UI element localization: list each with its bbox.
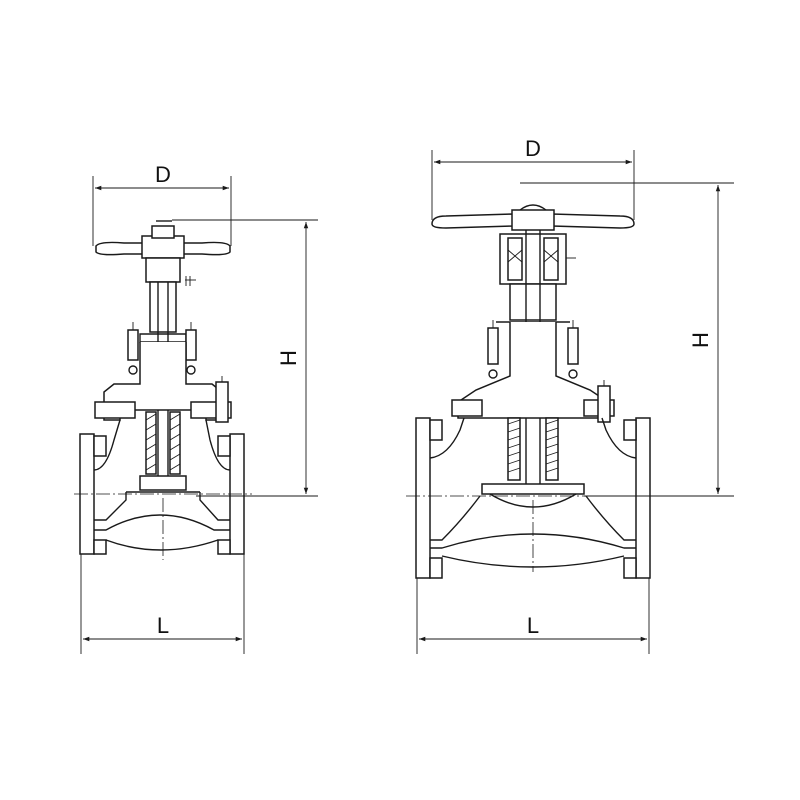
right-bonnet bbox=[451, 322, 615, 495]
left-dim-d-label: D bbox=[155, 162, 171, 187]
right-dim-h-label: H bbox=[688, 332, 713, 348]
right-dimension-l: L bbox=[416, 578, 650, 654]
left-dimension-h: H bbox=[172, 219, 318, 497]
left-dimension-d: D bbox=[92, 162, 232, 246]
left-valve-body bbox=[79, 419, 245, 555]
right-handwheel bbox=[431, 204, 635, 231]
right-dimension-h: H bbox=[520, 182, 734, 497]
left-bonnet bbox=[94, 342, 232, 493]
left-handwheel bbox=[95, 220, 231, 259]
right-dim-l-label: L bbox=[527, 613, 539, 638]
left-dimension-l: L bbox=[80, 554, 245, 654]
left-yoke bbox=[127, 257, 197, 375]
right-dim-d-label: D bbox=[525, 136, 541, 161]
left-dim-l-label: L bbox=[157, 613, 169, 638]
right-yoke-bolts bbox=[487, 320, 579, 379]
left-globe-valve: D H L bbox=[74, 162, 318, 654]
left-dim-h-label: H bbox=[276, 350, 301, 366]
right-globe-valve: D H L bbox=[406, 136, 734, 654]
right-actuator-housing bbox=[496, 233, 576, 323]
right-dimension-d: D bbox=[431, 136, 635, 220]
